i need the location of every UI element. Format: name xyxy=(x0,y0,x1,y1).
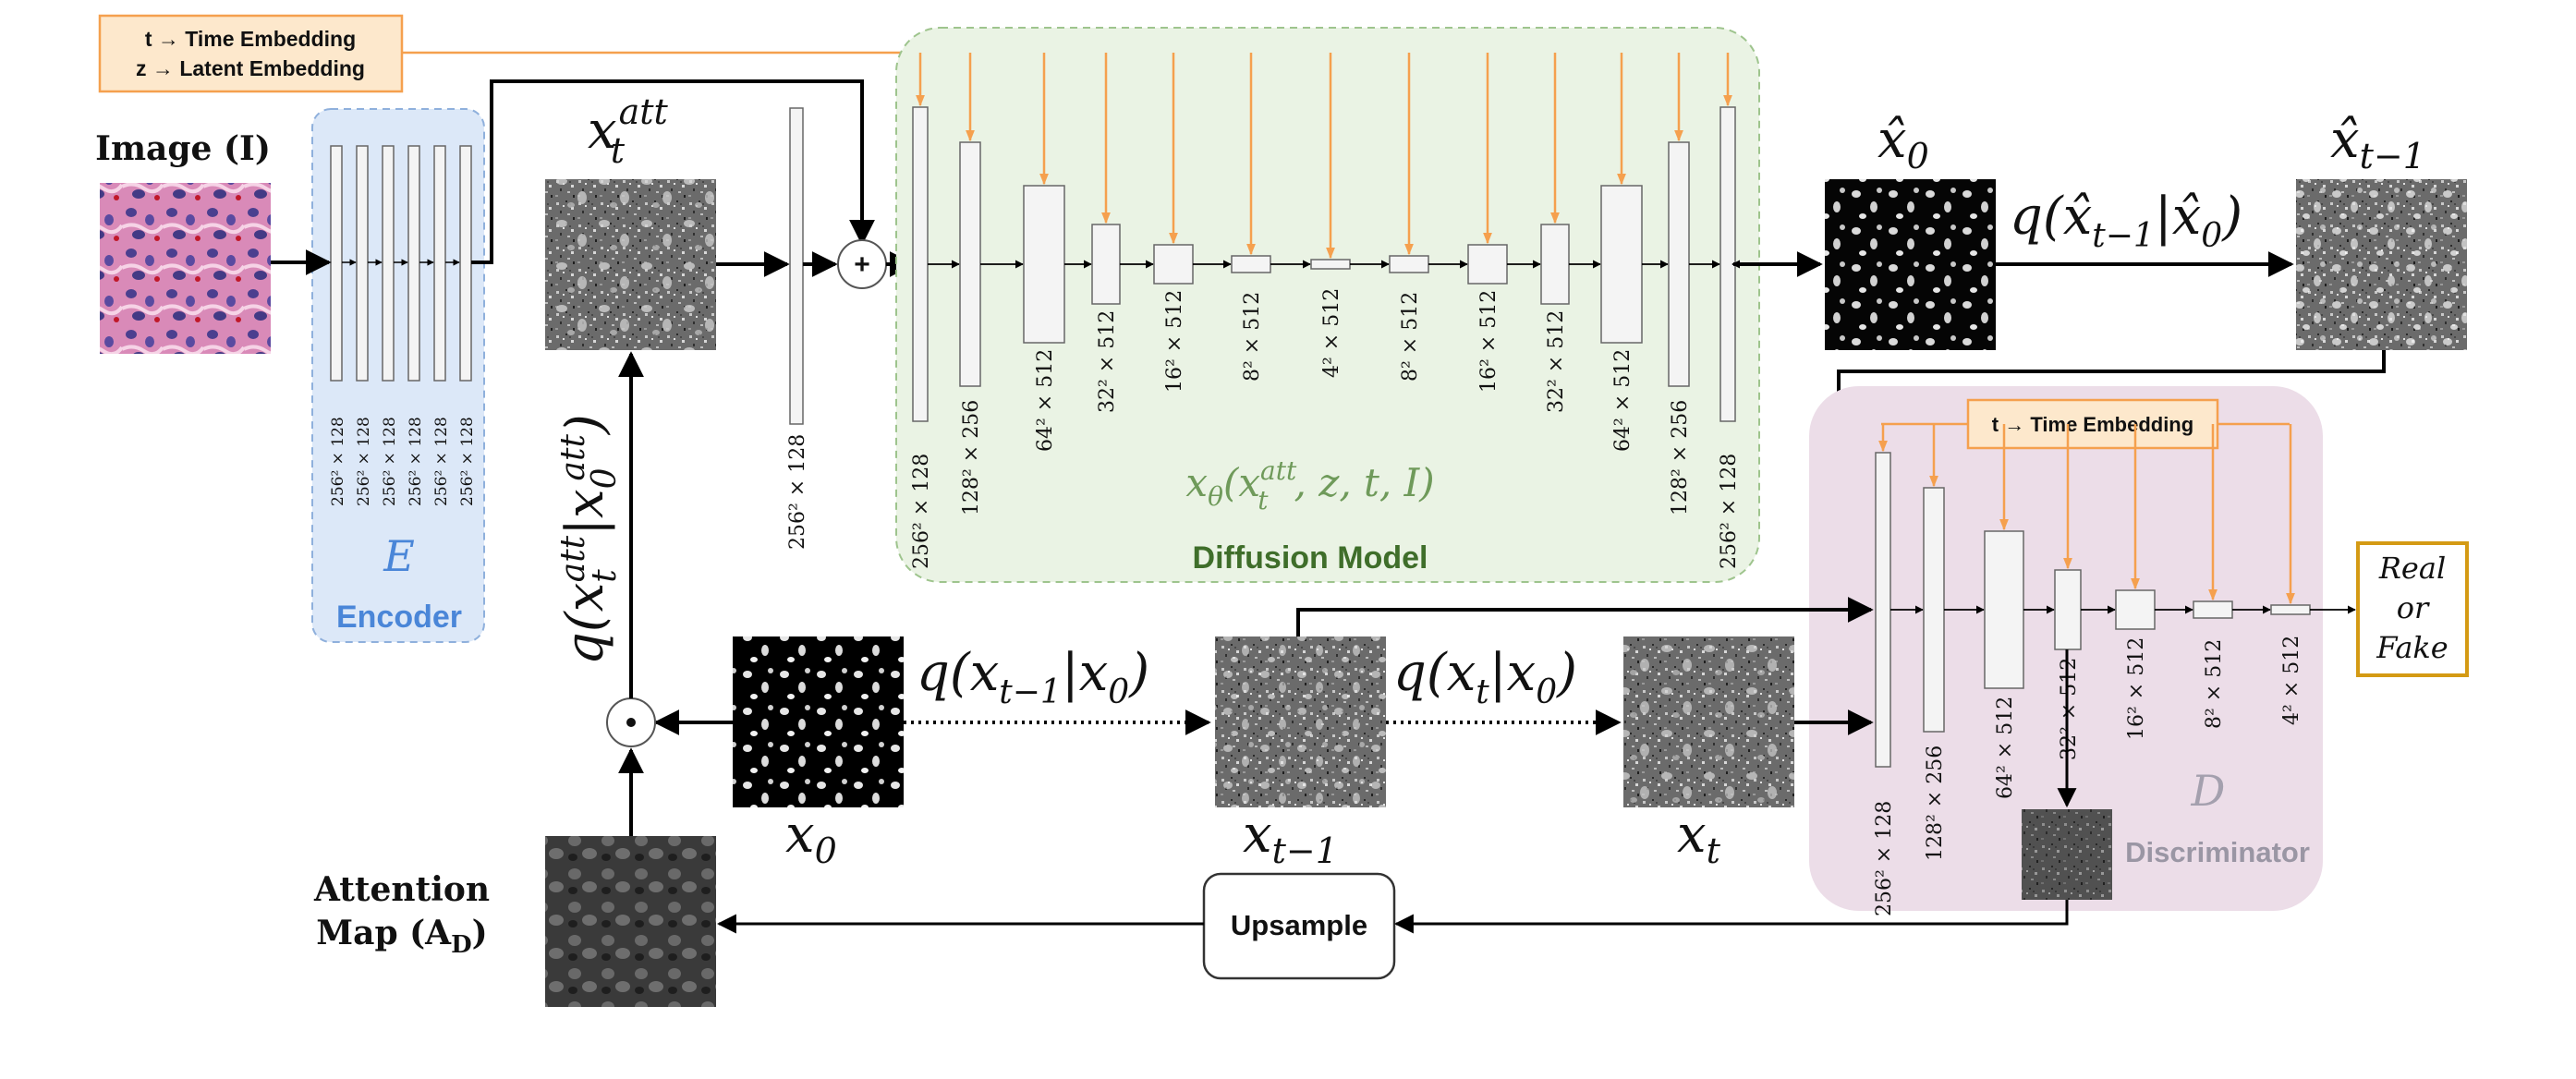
disc-dim: 16² × 512 xyxy=(2125,637,2148,740)
disc-layer xyxy=(2054,569,2082,650)
output-fake: Fake xyxy=(2376,630,2448,665)
xprev-label: xt−1 xyxy=(1243,805,1338,871)
encoder-letter: E xyxy=(383,531,415,581)
attention-label-line1: Attention xyxy=(313,870,490,909)
encoder-layer xyxy=(356,145,369,382)
q-prev-expression: q(xt−1|x0) xyxy=(917,643,1149,711)
disc-time-embedding: t → Time Embedding xyxy=(1992,413,2193,436)
disc-dim: 8² × 512 xyxy=(2203,639,2226,729)
upsample-box: Upsample xyxy=(1202,872,1396,980)
diffusion-layer xyxy=(1231,255,1271,273)
diffusion-dim: 256² × 128 xyxy=(1718,454,1741,569)
histology-image xyxy=(100,183,271,354)
image-label: Image (I) xyxy=(95,129,271,168)
plus-node: + xyxy=(837,239,887,289)
xprev-to-disc-arrow xyxy=(1296,597,1874,636)
xt1hat-label: x̂t−1 xyxy=(2330,110,2425,176)
diffusion-layer xyxy=(1600,185,1643,344)
encoder-dim: 256² × 128 xyxy=(432,417,451,506)
encoder-layer xyxy=(382,145,395,382)
flat-dim: 256² × 128 xyxy=(786,434,809,550)
diffusion-layer xyxy=(912,106,929,422)
diffusion-layer xyxy=(959,141,981,387)
encoder-to-plus-arrow xyxy=(471,79,875,264)
encoder-dim: 256² × 128 xyxy=(458,417,477,506)
q-hat-expression: q(x̂t−1|x̂0) xyxy=(2010,187,2242,255)
encoder-layers xyxy=(330,145,472,382)
disc-dim: 64² × 512 xyxy=(1994,697,2017,799)
diffusion-dim: 256² × 128 xyxy=(910,454,933,569)
disc-attention-output xyxy=(2022,809,2112,900)
diffusion-dim: 4² × 512 xyxy=(1320,288,1343,378)
disc-time-embedding-box: t → Time Embedding xyxy=(1966,398,2219,450)
diffusion-dim: 128² × 256 xyxy=(1669,400,1692,515)
diffusion-dim: 32² × 512 xyxy=(1545,310,1568,413)
diffusion-dim: 8² × 512 xyxy=(1399,292,1422,382)
diffusion-dim: 16² × 512 xyxy=(1163,290,1186,393)
q-t-expression: q(xt|x0) xyxy=(1393,643,1577,711)
diffusion-layer xyxy=(1091,224,1121,305)
encoder-dims: 256² × 128 256² × 128 256² × 128 256² × … xyxy=(329,417,477,506)
disc-layer xyxy=(2115,589,2156,630)
encoder-dim: 256² × 128 xyxy=(381,417,399,506)
diffusion-layer xyxy=(1310,259,1351,270)
x0hat-label: x̂0 xyxy=(1877,110,1929,176)
flat-feature-column xyxy=(789,107,804,425)
disc-dim: 4² × 512 xyxy=(2280,636,2303,725)
diffusion-dim: 64² × 512 xyxy=(1034,349,1057,452)
output-real: Real xyxy=(2378,551,2446,586)
diffusion-dim: 32² × 512 xyxy=(1096,310,1119,413)
disc-layer xyxy=(2193,600,2233,619)
encoder-layer xyxy=(407,145,420,382)
real-or-fake-box: Real or Fake xyxy=(2356,541,2469,677)
legend-latent: z → Latent Embedding xyxy=(136,56,365,80)
encoder-layer xyxy=(459,145,472,382)
diffusion-layer xyxy=(1540,224,1570,305)
plus-symbol: + xyxy=(854,249,870,280)
diffusion-dim: 128² × 256 xyxy=(960,400,983,515)
odot-node xyxy=(606,697,656,747)
diffusion-dim: 16² × 512 xyxy=(1477,290,1501,393)
legend-box: t → Time Embedding z → Latent Embedding xyxy=(98,14,404,93)
encoder-layer xyxy=(433,145,446,382)
encoder-dim: 256² × 128 xyxy=(407,417,425,506)
output-or: or xyxy=(2397,590,2430,625)
attention-label-line2: Map (AD) xyxy=(316,914,487,959)
q-att-expression: q(xtatt|x0att) xyxy=(554,414,624,665)
diffusion-layer xyxy=(1023,185,1065,344)
disc-to-upsample-arrow xyxy=(1393,900,2069,934)
encoder-layer xyxy=(330,145,343,382)
encoder-name: Encoder xyxy=(336,600,462,635)
encoder-dim: 256² × 128 xyxy=(355,417,373,506)
diffusion-layer xyxy=(1389,255,1429,273)
disc-layers: 256² × 128 128² × 256 64² × 512 32² × 512 16… xyxy=(1873,424,2356,916)
disc-name: Discriminator xyxy=(2125,836,2310,868)
disc-layer xyxy=(1875,452,1891,768)
diffusion-dim: 8² × 512 xyxy=(1241,292,1264,382)
x0-label: x0 xyxy=(785,805,837,871)
diffusion-layer xyxy=(1153,244,1194,285)
diffusion-layer xyxy=(1668,141,1690,387)
diffusion-model-name: Diffusion Model xyxy=(1193,540,1428,576)
disc-layer xyxy=(1984,530,2024,689)
disc-dim: 256² × 128 xyxy=(1873,801,1896,916)
upsample-label: Upsample xyxy=(1231,909,1367,941)
disc-dim: 128² × 256 xyxy=(1924,746,1947,861)
diffusion-model-box xyxy=(895,27,1760,583)
diffusion-layer xyxy=(1467,244,1508,285)
legend-time: t → Time Embedding xyxy=(145,27,356,51)
diffusion-layers: 256² × 128 128² × 256 64² × 512 32² × 512 16… xyxy=(910,53,1741,569)
attention-map-image xyxy=(545,836,716,1007)
odot-symbol xyxy=(626,718,636,727)
diffusion-dim: 64² × 512 xyxy=(1611,349,1634,452)
disc-dim: 32² × 512 xyxy=(2058,658,2081,760)
disc-letter: D xyxy=(2191,766,2226,816)
disc-layer xyxy=(2270,604,2311,615)
encoder-dim: 256² × 128 xyxy=(329,417,347,506)
xt-label: xt xyxy=(1677,805,1721,871)
disc-layer xyxy=(1923,487,1945,733)
